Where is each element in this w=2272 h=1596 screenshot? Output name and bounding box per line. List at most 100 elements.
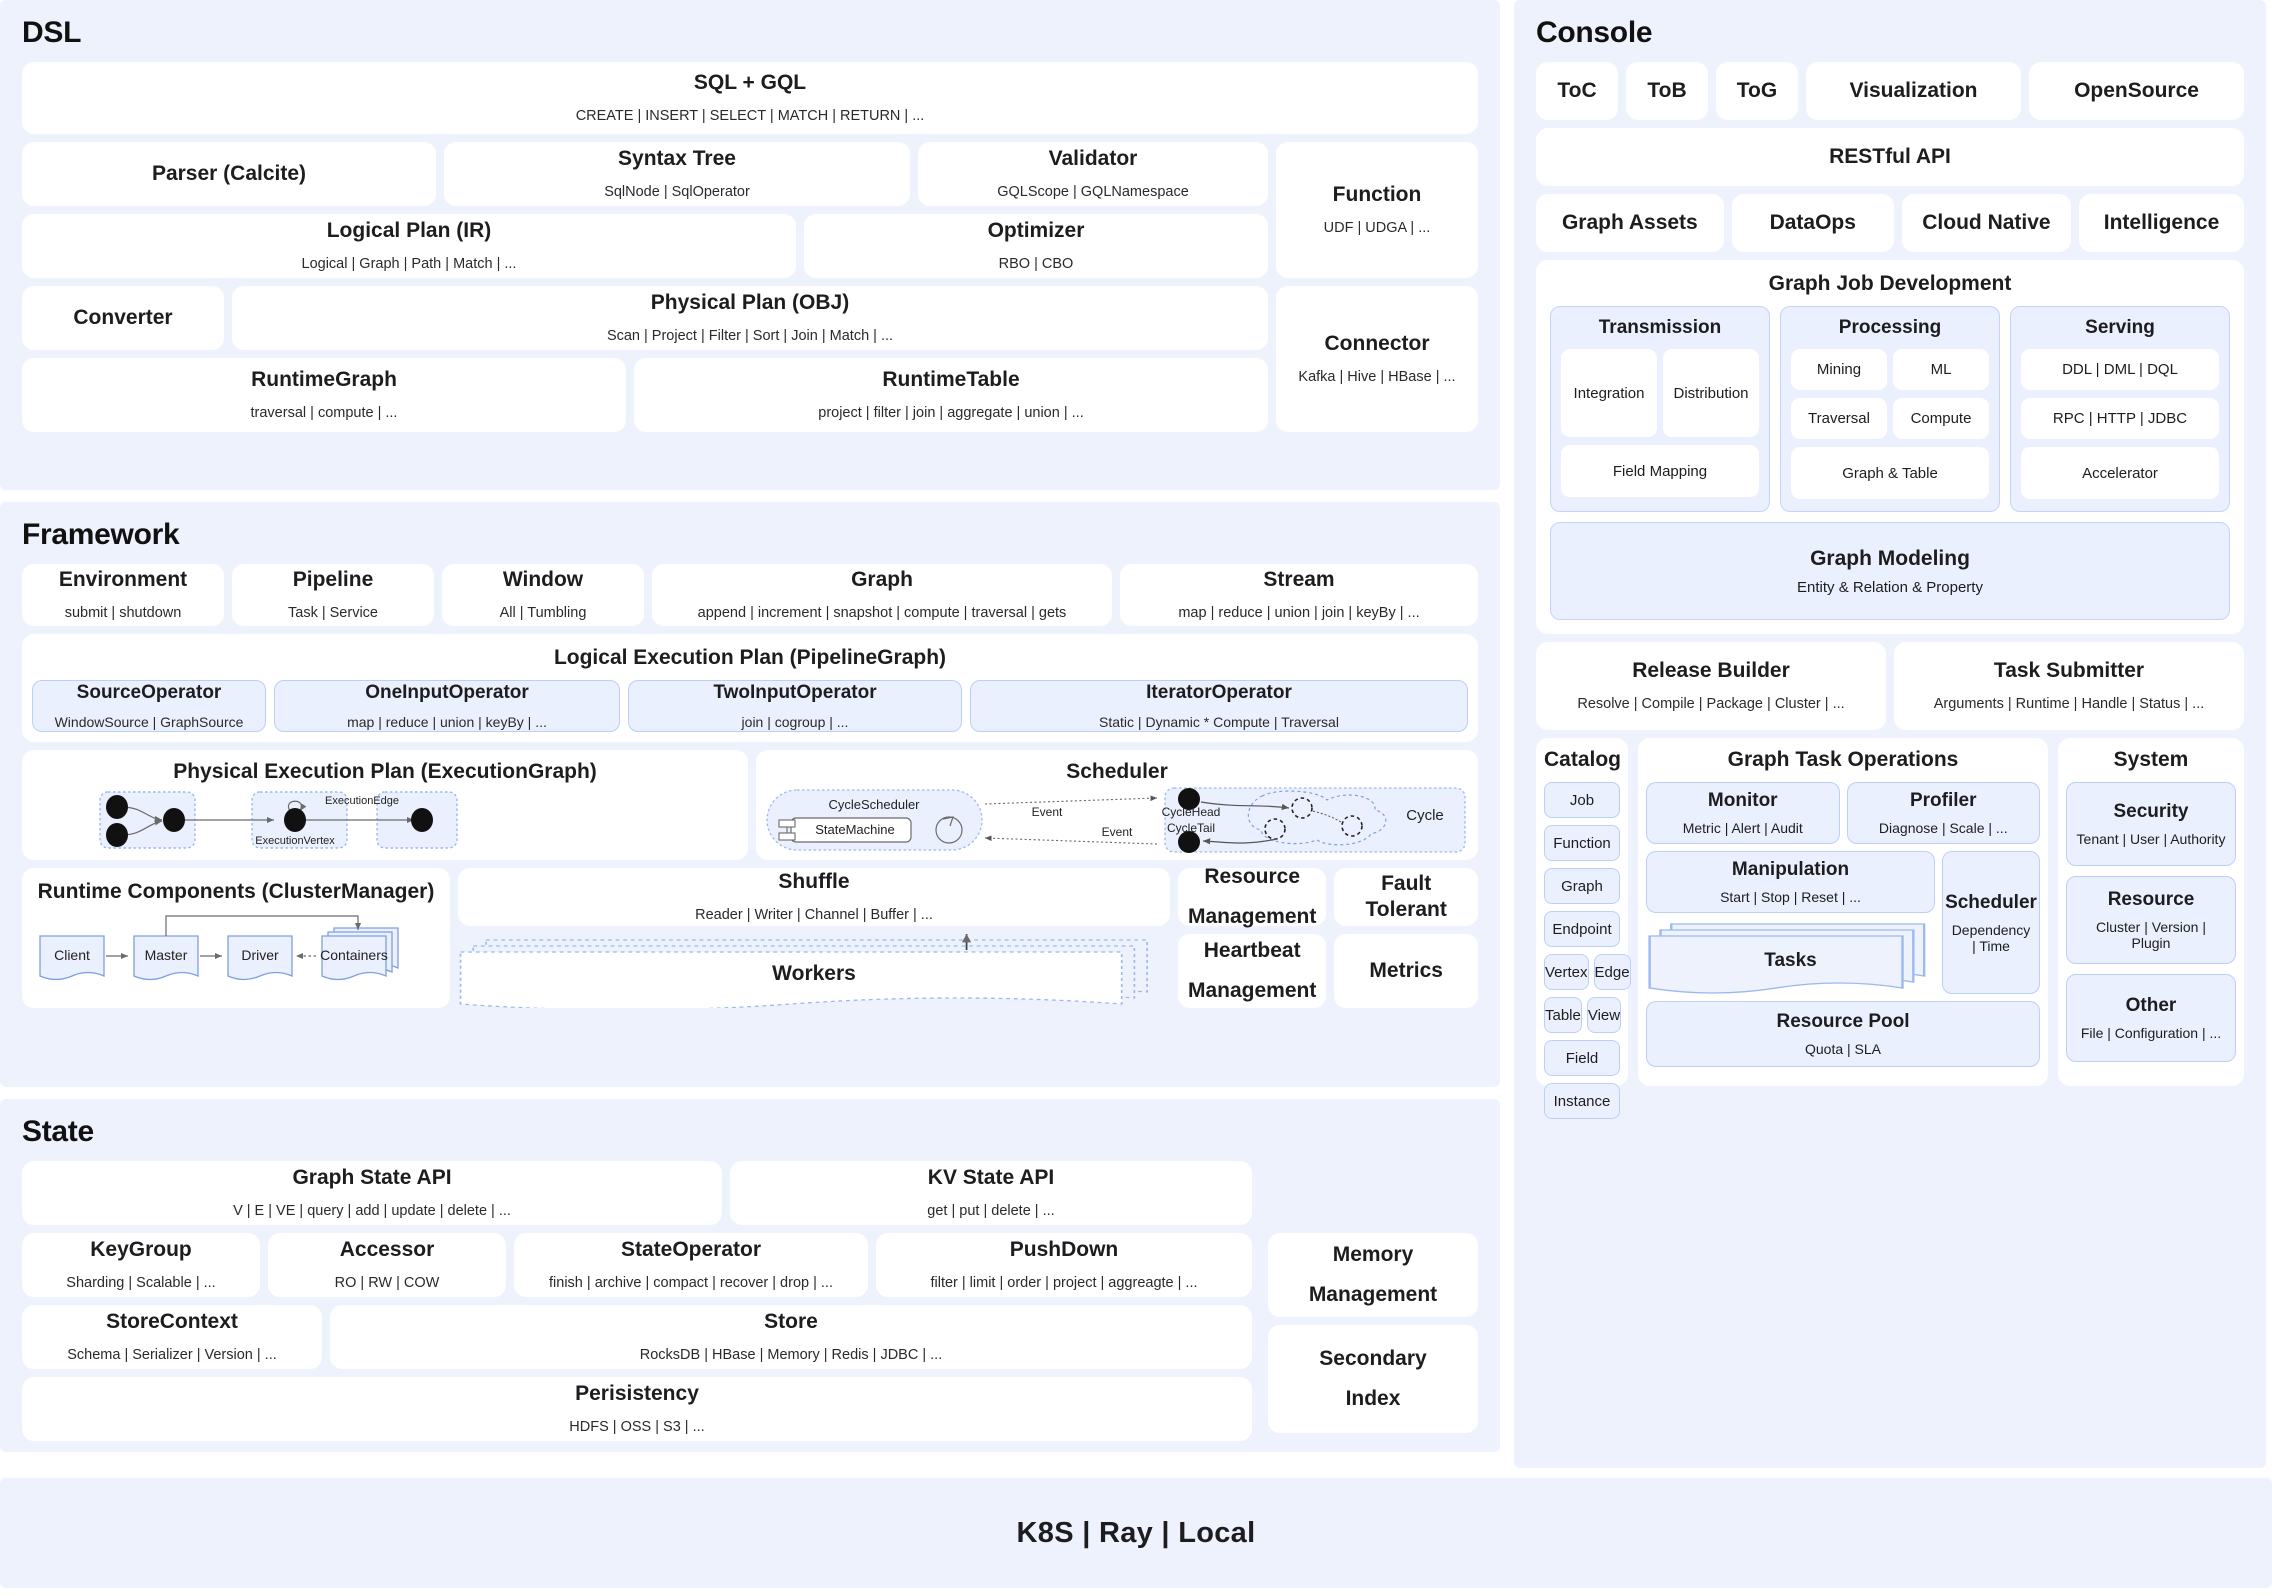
execution-edge-label: ExecutionEdge	[325, 795, 399, 807]
card-sub: map | reduce | union | join | keyBy | ..…	[1178, 604, 1420, 621]
dsl-card-function[interactable]: Function UDF | UDGA | ...	[1276, 142, 1478, 278]
operator-two-input[interactable]: TwoInputOperator join | cogroup | ...	[628, 680, 962, 732]
card-title: Task Submitter	[1993, 659, 2145, 683]
state-card-store-context[interactable]: StoreContext Schema | Serializer | Versi…	[22, 1305, 322, 1369]
framework-card-pipeline[interactable]: Pipeline Task | Service	[232, 564, 434, 626]
catalog-item-job[interactable]: Job	[1544, 782, 1620, 818]
console-tab-tog[interactable]: ToG	[1716, 62, 1798, 120]
catalog-item-field[interactable]: Field	[1544, 1040, 1620, 1076]
framework-card-heartbeat-management[interactable]: Heartbeat Management	[1178, 934, 1327, 1008]
state-card-keygroup[interactable]: KeyGroup Sharding | Scalable | ...	[22, 1233, 260, 1297]
console-release-builder[interactable]: Release Builder Resolve | Compile | Pack…	[1536, 642, 1886, 730]
console-tab-cloud-native[interactable]: Cloud Native	[1901, 194, 2072, 252]
framework-card-fault-tolerant[interactable]: Fault Tolerant	[1334, 868, 1478, 926]
gto-tasks[interactable]: Tasks	[1646, 920, 1935, 994]
system-item-other[interactable]: Other File | Configuration | ...	[2066, 974, 2236, 1062]
gto-scheduler[interactable]: Scheduler Dependency | Time	[1942, 851, 2040, 994]
card-sub: Quota | SLA	[1804, 1041, 1881, 1057]
console-task-submitter[interactable]: Task Submitter Arguments | Runtime | Han…	[1894, 642, 2244, 730]
card-title: Resource Pool	[1776, 1011, 1910, 1032]
tab-label: ToB	[1647, 78, 1687, 102]
operator-one-input[interactable]: OneInputOperator map | reduce | union | …	[274, 680, 620, 732]
console-tab-intelligence[interactable]: Intelligence	[2079, 194, 2244, 252]
dsl-card-syntax-tree[interactable]: Syntax Tree SqlNode | SqlOperator	[444, 142, 910, 206]
gjd-item-traversal[interactable]: Traversal	[1791, 398, 1887, 439]
gjd-item-field-mapping[interactable]: Field Mapping	[1561, 445, 1759, 497]
dsl-card-validator[interactable]: Validator GQLScope | GQLNamespace	[918, 142, 1268, 206]
gjd-item-mining[interactable]: Mining	[1791, 349, 1887, 390]
card-title: Connector	[1324, 332, 1430, 356]
card-title: Graph State API	[292, 1166, 452, 1190]
gjd-item-rpc-http-jdbc[interactable]: RPC | HTTP | JDBC	[2021, 398, 2219, 439]
gjd-item-accelerator[interactable]: Accelerator	[2021, 447, 2219, 499]
catalog-item-function[interactable]: Function	[1544, 825, 1620, 861]
framework-card-metrics[interactable]: Metrics	[1334, 934, 1478, 1008]
catalog-item-edge[interactable]: Edge	[1593, 954, 1631, 990]
catalog-item-graph[interactable]: Graph	[1544, 868, 1620, 904]
operator-source[interactable]: SourceOperator WindowSource | GraphSourc…	[32, 680, 266, 732]
gto-monitor[interactable]: Monitor Metric | Alert | Audit	[1646, 782, 1840, 844]
framework-card-stream[interactable]: Stream map | reduce | union | join | key…	[1120, 564, 1478, 626]
tab-label: Graph Assets	[1561, 210, 1698, 234]
graph-job-development: Graph Job Development Transmission Integ…	[1536, 260, 2244, 634]
gjd-item-integration[interactable]: Integration	[1561, 349, 1657, 437]
console-tab-graph-assets[interactable]: Graph Assets	[1536, 194, 1724, 252]
dsl-card-connector[interactable]: Connector Kafka | Hive | HBase | ...	[1276, 286, 1478, 432]
card-sub: Start | Stop | Reset | ...	[1720, 889, 1861, 905]
card-title: StoreContext	[106, 1310, 238, 1334]
card-sub: Reader | Writer | Channel | Buffer | ...	[695, 906, 933, 923]
gjd-graph-modeling[interactable]: Graph Modeling Entity & Relation & Prope…	[1550, 522, 2230, 620]
catalog-item-view[interactable]: View	[1586, 997, 1622, 1033]
console-restful-api[interactable]: RESTful API	[1536, 128, 2244, 186]
gto-manipulation[interactable]: Manipulation Start | Stop | Reset | ...	[1646, 851, 1935, 913]
state-card-store[interactable]: Store RocksDB | HBase | Memory | Redis |…	[330, 1305, 1252, 1369]
dsl-card-logical-plan[interactable]: Logical Plan (IR) Logical | Graph | Path…	[22, 214, 796, 278]
catalog-item-vertex[interactable]: Vertex	[1544, 954, 1589, 990]
system-title: System	[2113, 748, 2189, 771]
dsl-card-runtime-graph[interactable]: RuntimeGraph traversal | compute | ...	[22, 358, 626, 432]
gto-profiler[interactable]: Profiler Diagnose | Scale | ...	[1846, 782, 2040, 844]
framework-card-environment[interactable]: Environment submit | shutdown	[22, 564, 224, 626]
console-tab-opensource[interactable]: OpenSource	[2029, 62, 2244, 120]
state-card-graph-state-api[interactable]: Graph State API V | E | VE | query | add…	[22, 1161, 722, 1225]
column-header: Serving	[2085, 317, 2155, 338]
system-item-resource[interactable]: Resource Cluster | Version | Plugin	[2066, 876, 2236, 964]
gjd-item-distribution[interactable]: Distribution	[1663, 349, 1759, 437]
console-tab-visualization[interactable]: Visualization	[1806, 62, 2021, 120]
console-tab-dataops[interactable]: DataOps	[1731, 194, 1894, 252]
framework-card-resource-management[interactable]: Resource Management	[1178, 865, 1327, 928]
svg-text:Master: Master	[145, 947, 188, 963]
state-card-accessor[interactable]: Accessor RO | RW | COW	[268, 1233, 506, 1297]
system-item-security[interactable]: Security Tenant | User | Authority	[2066, 782, 2236, 866]
operator-iterator[interactable]: IteratorOperator Static | Dynamic * Comp…	[970, 680, 1468, 732]
state-card-state-operator[interactable]: StateOperator finish | archive | compact…	[514, 1233, 868, 1297]
card-sub: RocksDB | HBase | Memory | Redis | JDBC …	[639, 1346, 943, 1363]
card-title: Optimizer	[987, 219, 1085, 243]
catalog-item-table[interactable]: Table	[1544, 997, 1582, 1033]
dsl-card-runtime-table[interactable]: RuntimeTable project | filter | join | a…	[634, 358, 1268, 432]
state-card-memory-management[interactable]: Memory Management	[1268, 1233, 1478, 1317]
state-card-persistency[interactable]: Perisistency HDFS | OSS | S3 | ...	[22, 1377, 1252, 1441]
framework-card-window[interactable]: Window All | Tumbling	[442, 564, 644, 626]
gjd-item-compute[interactable]: Compute	[1893, 398, 1989, 439]
gjd-item-ml[interactable]: ML	[1893, 349, 1989, 390]
gjd-item-ddl-dml-dql[interactable]: DDL | DML | DQL	[2021, 349, 2219, 390]
framework-card-shuffle[interactable]: Shuffle Reader | Writer | Channel | Buff…	[458, 868, 1170, 926]
console-tab-tob[interactable]: ToB	[1626, 62, 1708, 120]
dsl-card-physical-plan[interactable]: Physical Plan (OBJ) Scan | Project | Fil…	[232, 286, 1268, 350]
state-card-pushdown[interactable]: PushDown filter | limit | order | projec…	[876, 1233, 1252, 1297]
catalog-item-instance[interactable]: Instance	[1544, 1083, 1620, 1119]
state-card-kv-state-api[interactable]: KV State API get | put | delete | ...	[730, 1161, 1252, 1225]
card-title: Converter	[73, 305, 173, 329]
catalog-item-endpoint[interactable]: Endpoint	[1544, 911, 1620, 947]
gto-resource-pool[interactable]: Resource Pool Quota | SLA	[1646, 1001, 2040, 1067]
state-card-secondary-index[interactable]: Secondary Index	[1268, 1325, 1478, 1433]
gjd-item-graph-and-table[interactable]: Graph & Table	[1791, 447, 1989, 499]
dsl-card-parser[interactable]: Parser (Calcite)	[22, 142, 436, 206]
dsl-card-optimizer[interactable]: Optimizer RBO | CBO	[804, 214, 1268, 278]
framework-card-graph[interactable]: Graph append | increment | snapshot | co…	[652, 564, 1112, 626]
dsl-card-converter[interactable]: Converter	[22, 286, 224, 350]
execution-graph-svg: ExecutionVertex ExecutionEdge	[99, 791, 458, 849]
console-tab-toc[interactable]: ToC	[1536, 62, 1618, 120]
dsl-card-sql-gql[interactable]: SQL + GQL CREATE | INSERT | SELECT | MAT…	[22, 62, 1478, 134]
